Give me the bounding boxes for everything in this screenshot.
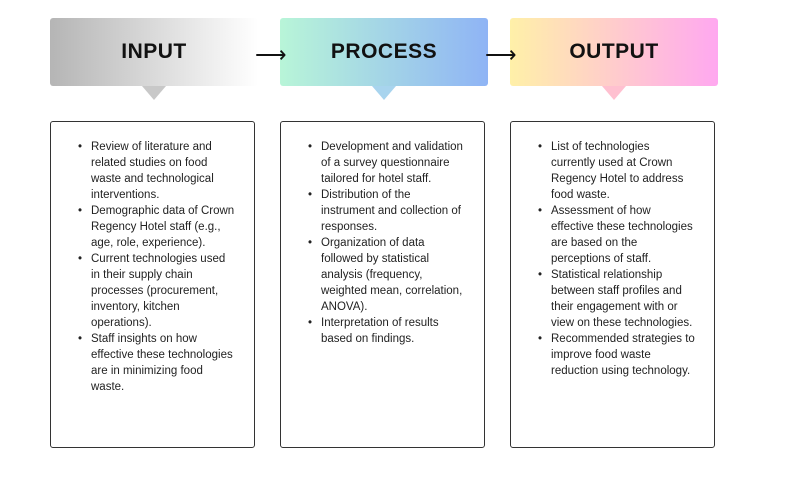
list-item: Interpretation of results based on findi… xyxy=(308,315,466,347)
process-box: Development and validation of a survey q… xyxy=(280,121,485,448)
output-list: List of technologies currently used at C… xyxy=(538,139,696,379)
arrow-right-icon: ⟶ xyxy=(485,42,517,67)
output-title: OUTPUT xyxy=(569,40,659,63)
output-pointer xyxy=(602,86,626,100)
list-item: Assessment of how effective these techno… xyxy=(538,203,696,267)
input-title: INPUT xyxy=(121,40,187,63)
list-item: Current technologies used in their suppl… xyxy=(78,251,236,331)
process-pointer xyxy=(372,86,396,100)
list-item: Demographic data of Crown Regency Hotel … xyxy=(78,203,236,251)
output-box: List of technologies currently used at C… xyxy=(510,121,715,448)
list-item: Review of literature and related studies… xyxy=(78,139,236,203)
input-box: Review of literature and related studies… xyxy=(50,121,255,448)
input-pointer xyxy=(142,86,166,100)
input-list: Review of literature and related studies… xyxy=(78,139,236,395)
list-item: Statistical relationship between staff p… xyxy=(538,267,696,331)
list-item: List of technologies currently used at C… xyxy=(538,139,696,203)
input-header: INPUT xyxy=(50,18,258,86)
list-item: Staff insights on how effective these te… xyxy=(78,331,236,395)
arrow-right-icon: ⟶ xyxy=(255,42,287,67)
process-header: PROCESS xyxy=(280,18,488,86)
process-list: Development and validation of a survey q… xyxy=(308,139,466,347)
list-item: Distribution of the instrument and colle… xyxy=(308,187,466,235)
process-title: PROCESS xyxy=(330,40,438,63)
list-item: Development and validation of a survey q… xyxy=(308,139,466,187)
list-item: Recommended strategies to improve food w… xyxy=(538,331,696,379)
output-header: OUTPUT xyxy=(510,18,718,86)
list-item: Organization of data followed by statist… xyxy=(308,235,466,315)
